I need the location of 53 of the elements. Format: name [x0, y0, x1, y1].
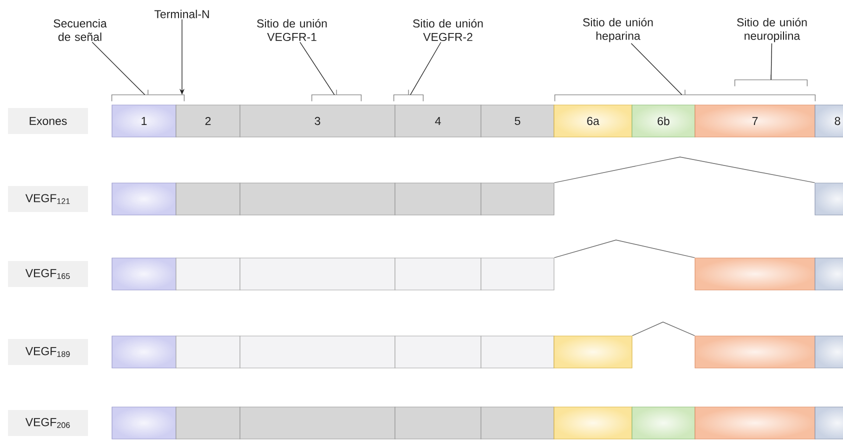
exon-box: 2	[176, 104, 240, 138]
exon-box	[554, 406, 632, 440]
leader-line	[410, 42, 442, 96]
annotation-label: Sitio de unión VEGFR-1	[257, 18, 327, 42]
exon-box	[814, 336, 843, 368]
exon-box	[632, 406, 696, 440]
exon-box	[814, 258, 843, 290]
exon-box	[814, 182, 843, 216]
exon-box: 7	[694, 104, 816, 138]
exon-box	[176, 406, 240, 440]
bracket	[734, 74, 808, 87]
row-label: VEGF$_{206}$	[8, 410, 88, 436]
exon-box	[554, 336, 632, 368]
row-label: VEGF$_{165}$	[8, 261, 88, 287]
splice-line	[632, 322, 696, 336]
exon-box	[480, 406, 554, 440]
exon-box: 5	[480, 104, 554, 138]
exon-box	[176, 336, 240, 368]
bracket	[111, 89, 185, 102]
exon-box: 6a	[554, 104, 632, 138]
annotation-label: Sitio de unión heparina	[583, 18, 653, 42]
exon-box	[480, 258, 554, 290]
exon-box	[394, 258, 482, 290]
leader-line	[92, 42, 146, 96]
exon-box	[480, 336, 554, 368]
splice-line	[554, 240, 696, 258]
exon-box	[480, 182, 554, 216]
leader-line	[770, 43, 772, 80]
annotation-label: Secuencia de señal	[54, 19, 107, 41]
exon-box	[394, 182, 482, 216]
bracket	[393, 89, 424, 102]
exon-box: 4	[394, 104, 482, 138]
splice-line	[554, 156, 816, 184]
exon-box	[394, 336, 482, 368]
exon-box	[394, 406, 482, 440]
exon-box	[176, 182, 240, 216]
row-label: Exones	[8, 108, 88, 134]
annotation-label: Terminal-N	[154, 10, 209, 18]
leader-line	[630, 43, 682, 96]
exon-box	[694, 336, 816, 368]
exon-box	[694, 258, 816, 290]
exon-box: 6b	[632, 104, 696, 138]
exon-box	[694, 406, 816, 440]
bracket	[311, 89, 362, 102]
annotation-label: Sitio de unión neuropilina	[737, 18, 807, 42]
exon-box	[814, 406, 843, 440]
exon-box	[176, 258, 240, 290]
bracket	[554, 89, 816, 102]
annotation-label: Sitio de unión VEGFR-2	[413, 18, 483, 42]
exon-box: 8	[814, 104, 843, 138]
row-label: VEGF$_{121}$	[8, 186, 88, 212]
row-label: VEGF$_{189}$	[8, 339, 88, 365]
leader-line	[300, 42, 335, 96]
